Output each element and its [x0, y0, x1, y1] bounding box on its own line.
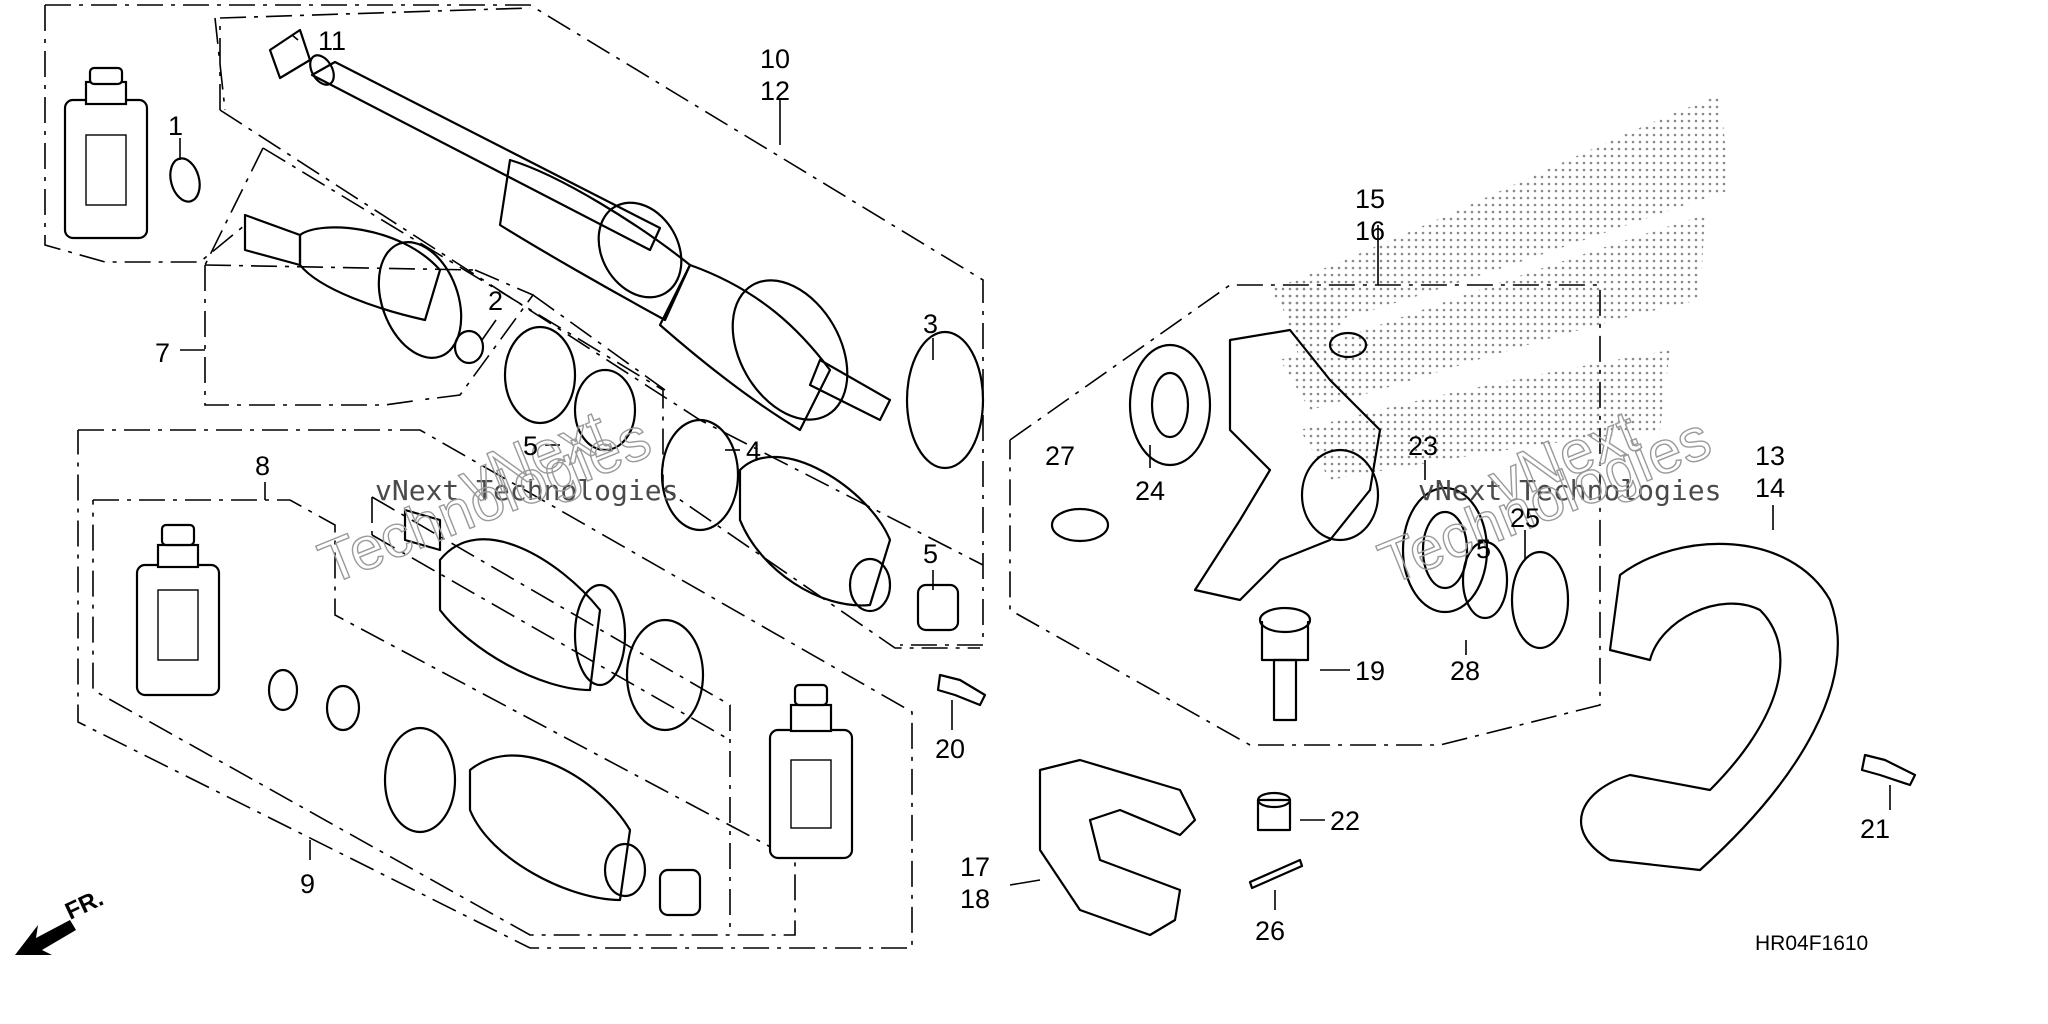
- grease-bottle-lower-left: [135, 523, 221, 697]
- callout-11: 11: [318, 26, 346, 56]
- watermark-text-left: vNext Technologies: [375, 474, 678, 507]
- front-direction-arrow: FR.: [15, 885, 108, 955]
- callout-5-a: 5: [523, 431, 538, 461]
- grease-bottle-lower-right: [768, 683, 854, 860]
- wing-logo-watermark: [1270, 95, 1730, 480]
- callout-20: 20: [935, 734, 965, 764]
- callout-5-b: 5: [923, 539, 938, 569]
- callout-13: 13: [1755, 441, 1785, 471]
- callout-7: 7: [155, 338, 170, 368]
- boot-lower: [383, 726, 702, 917]
- callout-5-c: 5: [1476, 534, 1491, 564]
- callout-1: 1: [168, 111, 183, 141]
- brake-disc-guard: [1579, 542, 1839, 872]
- callout-14: 14: [1755, 473, 1785, 503]
- callout-19: 19: [1355, 656, 1385, 686]
- callout-4: 4: [746, 436, 761, 466]
- callout-17: 17: [960, 852, 990, 882]
- callout-21: 21: [1860, 814, 1890, 844]
- callout-12: 12: [760, 76, 790, 106]
- drive-shaft: [309, 54, 892, 432]
- callout-9: 9: [300, 869, 315, 899]
- callouts: 11 1 10 12 2 3 7 5 4 5 8 9 15 16 27 24 2…: [155, 26, 1890, 946]
- leader-lines: [179, 34, 1891, 910]
- small-parts: [169, 28, 637, 732]
- callout-15: 15: [1355, 184, 1385, 214]
- group-outlines: [44, 4, 1601, 949]
- watermark-text-right: vNext Technologies: [1418, 474, 1721, 507]
- front-label: FR.: [61, 885, 107, 926]
- grease-bottle-top: [63, 66, 149, 240]
- callout-25: 25: [1510, 503, 1540, 533]
- steering-knuckle: [1193, 328, 1382, 602]
- boot-middle: [403, 508, 705, 732]
- callout-27: 27: [1045, 441, 1075, 471]
- ball-joint: [1258, 606, 1312, 722]
- diagram-code: HR04F1610: [1755, 932, 1868, 955]
- callout-22: 22: [1330, 806, 1360, 836]
- callout-16: 16: [1355, 216, 1385, 246]
- callout-24: 24: [1135, 476, 1165, 506]
- callout-23: 23: [1408, 431, 1438, 461]
- callout-18: 18: [960, 884, 990, 914]
- lower-arm-bracket: [1038, 758, 1197, 937]
- callout-2: 2: [488, 286, 503, 316]
- boot-upper: [660, 330, 985, 632]
- callout-8: 8: [255, 451, 270, 481]
- bearing-and-seals: [1050, 343, 1570, 650]
- fasteners: [936, 673, 1917, 890]
- callout-3: 3: [923, 309, 938, 339]
- inner-joint: [243, 213, 463, 359]
- callout-26: 26: [1255, 916, 1285, 946]
- callout-28: 28: [1450, 656, 1480, 686]
- callout-10: 10: [760, 44, 790, 74]
